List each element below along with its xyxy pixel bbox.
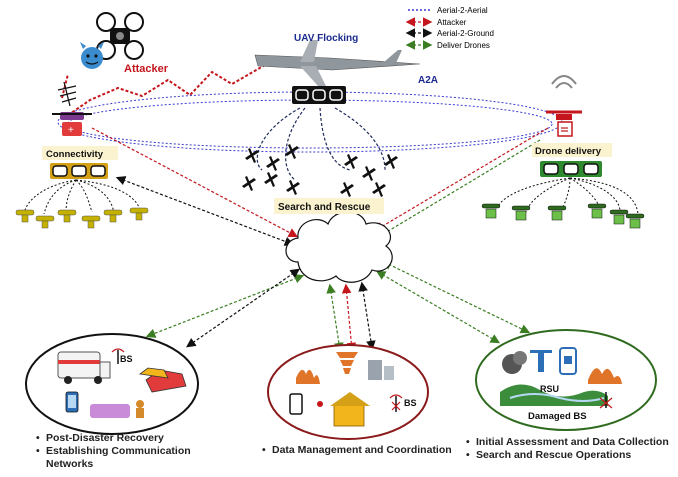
fire-icon	[296, 369, 320, 384]
rsu-tower-icon	[530, 350, 552, 372]
bs-label-middle: BS	[404, 398, 417, 408]
phone-icon-left	[65, 391, 79, 413]
legend: Aerial-2-Aerial Attacker Aerial-2-Ground…	[405, 6, 494, 50]
legend-attacker-label: Attacker	[437, 18, 467, 27]
devil-face-icon	[80, 42, 104, 69]
bullets-middle: Data Management and Coordination	[262, 444, 472, 457]
legend-delivery-label: Deliver Drones	[437, 41, 490, 50]
damaged-house-icon	[317, 392, 370, 427]
bullet-establishing-networks: Establishing Communication Networks	[36, 445, 226, 471]
connectivity-fanout	[24, 179, 141, 215]
landslide-icon	[500, 384, 608, 406]
antenna-icon	[57, 81, 77, 107]
drone-delivery-label: Drone delivery	[535, 146, 602, 157]
delivery-drone-icon	[546, 75, 582, 137]
bullet-initial-assessment: Initial Assessment and Data Collection	[466, 436, 678, 449]
building-collapse-icon	[368, 360, 394, 380]
flocking-chain-icon	[292, 86, 346, 104]
a2a-label: A2A	[418, 75, 438, 86]
svg-text:+: +	[68, 125, 74, 136]
bullets-right: Initial Assessment and Data Collection S…	[466, 436, 678, 462]
connectivity-label-bg	[42, 146, 118, 160]
bullet-data-management: Data Management and Coordination	[262, 444, 472, 457]
fire-icon-right	[588, 368, 622, 384]
bs-tower-icon-middle	[389, 394, 403, 412]
network-links	[91, 127, 549, 353]
swarm-drones-right	[481, 203, 645, 229]
wrecked-car-icon	[138, 367, 187, 393]
delivery-chain-icon	[540, 161, 602, 177]
legend-a2g-label: Aerial-2-Ground	[437, 29, 494, 38]
search-rescue-label-bg	[274, 198, 384, 214]
bullet-search-rescue-ops: Search and Rescue Operations	[466, 449, 678, 462]
tornado-icon	[336, 352, 358, 374]
attacker-drone-icon	[96, 12, 144, 60]
rescue-team-icon	[90, 400, 144, 418]
connectivity-chain-icon	[50, 163, 108, 179]
attacker-interference-path	[63, 64, 266, 119]
search-rescue-label: Search and Rescue	[278, 202, 371, 213]
connectivity-label: Connectivity	[46, 149, 104, 160]
a2a-ellipse-inner	[67, 99, 553, 149]
ambulance-icon	[57, 351, 111, 384]
bullet-post-disaster: Post-Disaster Recovery	[36, 432, 226, 445]
explosion-icon	[502, 351, 527, 374]
search-rescue-planes	[242, 144, 398, 197]
attacker-label: Attacker	[124, 63, 169, 75]
swarm-drones-left	[15, 207, 149, 229]
bs-label-left: BS	[120, 354, 133, 364]
legend-a2a-label: Aerial-2-Aerial	[437, 6, 488, 15]
bullets-left: Post-Disaster Recovery Establishing Comm…	[36, 432, 226, 471]
uav-plane-icon	[254, 40, 421, 86]
connectivity-drone-icon: +	[52, 112, 92, 136]
uav-flocking-label: UAV Flocking	[294, 33, 358, 44]
bs-tower-icon-left	[111, 348, 125, 364]
damaged-bs-label: Damaged BS	[528, 411, 587, 422]
phone-icon-right	[559, 347, 577, 375]
drone-delivery-label-bg	[532, 143, 612, 157]
phone-icon-middle	[289, 393, 303, 415]
rsu-label: RSU	[540, 384, 559, 394]
bs-tower-icon-right	[599, 392, 613, 409]
cloud-icon	[285, 211, 393, 283]
